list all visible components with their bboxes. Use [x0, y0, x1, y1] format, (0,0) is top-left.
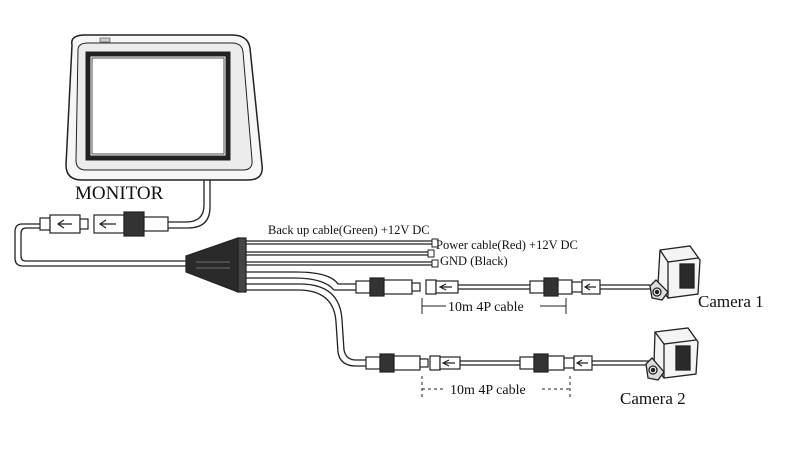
gnd-label: GND (Black) [440, 254, 508, 268]
camera1-branch [246, 271, 356, 291]
camera2 [645, 327, 699, 381]
cable2-label: 10m 4P cable [450, 383, 526, 398]
camera2-branch [246, 283, 366, 367]
monitor-connector [39, 211, 169, 237]
power-cable-label: Power cable(Red) +12V DC [436, 238, 578, 252]
output-wires [246, 240, 432, 266]
cable2-dimension [421, 376, 571, 398]
backup-cable-label: Back up cable(Green) +12V DC [268, 223, 430, 237]
camera1 [649, 245, 701, 301]
camera1-label: Camera 1 [698, 292, 764, 311]
splitter-hub [185, 237, 247, 293]
camera2-label: Camera 2 [620, 389, 686, 408]
cable1-dimension [421, 298, 567, 314]
camera2-connectors [365, 353, 650, 373]
monitor-cable [168, 180, 211, 229]
power-input-cable [14, 223, 186, 267]
monitor-label: MONITOR [75, 183, 164, 204]
cable1-label: 10m 4P cable [448, 300, 524, 315]
monitor [65, 34, 263, 181]
camera1-connectors [355, 277, 650, 297]
wire-tips [427, 238, 439, 268]
